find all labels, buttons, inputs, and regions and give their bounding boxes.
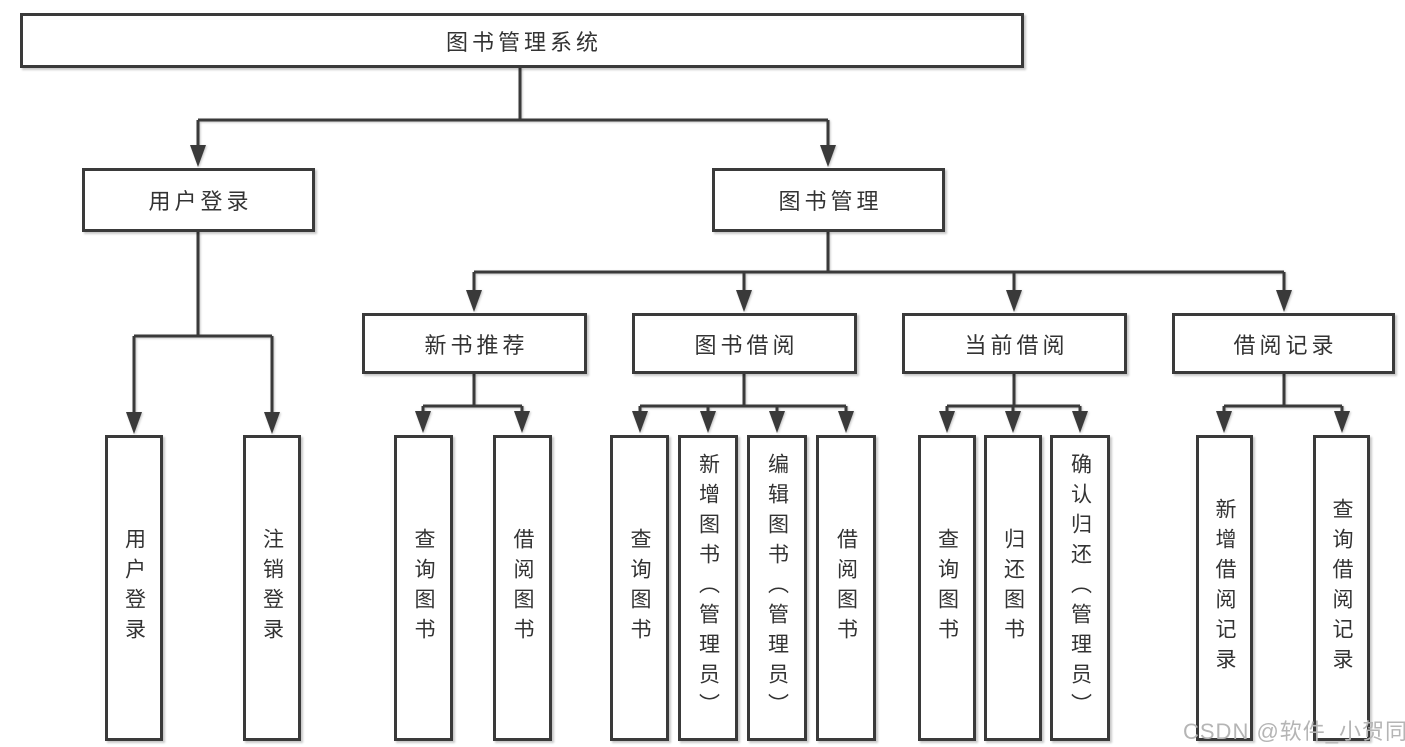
leaf-user-login-label: 用户登录 [122, 528, 146, 648]
arrowhead [700, 411, 716, 433]
arrowhead [1006, 290, 1022, 312]
leaf-cb-query-books-label: 查询图书 [935, 528, 959, 648]
connector-user-login [126, 232, 280, 434]
leaf-cb-return-books: 归还图书 [984, 435, 1042, 741]
leaf-cb-confirm-return-admin-label: 确认归还（管理员） [1068, 453, 1092, 723]
connector-borrowing-records [1216, 374, 1350, 433]
leaf-cb-confirm-return-admin: 确认归还（管理员） [1050, 435, 1110, 741]
leaf-cb-query-books: 查询图书 [918, 435, 976, 741]
leaf-bb-borrow-books: 借阅图书 [816, 435, 876, 741]
arrowhead [1216, 411, 1232, 433]
arrowhead [820, 145, 836, 167]
arrowhead [1276, 290, 1292, 312]
leaf-logout: 注销登录 [243, 435, 301, 741]
arrowhead [632, 411, 648, 433]
leaf-bb-query-books-label: 查询图书 [628, 528, 651, 648]
arrowhead [939, 411, 955, 433]
node-book-management-label: 图书管理 [778, 189, 883, 214]
arrowhead [264, 412, 280, 434]
leaf-bb-edit-books-admin-label: 编辑图书（管理员） [765, 453, 789, 723]
leaf-rec-query-record-label: 查询借阅记录 [1330, 498, 1353, 678]
leaf-bb-add-books-admin: 新增图书（管理员） [678, 435, 738, 741]
watermark: CSDN @软件_小贺同学 [1183, 719, 1405, 744]
connector-book-management [466, 232, 1292, 312]
leaf-bb-query-books: 查询图书 [610, 435, 669, 741]
node-book-borrowing: 图书借阅 [632, 313, 857, 374]
leaf-rec-query-record: 查询借阅记录 [1313, 435, 1370, 741]
arrowhead [1334, 411, 1350, 433]
leaf-rec-add-record-label: 新增借阅记录 [1213, 498, 1236, 678]
node-new-book-recommend-label: 新书推荐 [424, 332, 529, 358]
leaf-user-login: 用户登录 [105, 435, 163, 741]
node-root: 图书管理系统 [20, 13, 1024, 68]
connector-new-book-recommend [415, 374, 530, 433]
node-new-book-recommend: 新书推荐 [362, 313, 587, 374]
arrowhead [838, 411, 854, 433]
leaf-nb-query-books-label: 查询图书 [412, 528, 435, 648]
connector-book-borrowing [632, 374, 854, 433]
node-user-login-label: 用户登录 [148, 189, 253, 214]
node-root-label: 图书管理系统 [445, 29, 602, 55]
leaf-bb-borrow-books-label: 借阅图书 [834, 528, 858, 648]
leaf-nb-borrow-books: 借阅图书 [493, 435, 552, 741]
arrowhead [415, 411, 431, 433]
leaf-bb-edit-books-admin: 编辑图书（管理员） [747, 435, 807, 741]
arrowhead [1072, 411, 1088, 433]
leaf-rec-add-record: 新增借阅记录 [1196, 435, 1253, 741]
arrowhead [126, 412, 142, 434]
node-borrowing-records-label: 借阅记录 [1233, 332, 1338, 358]
node-book-management: 图书管理 [712, 168, 945, 232]
leaf-nb-query-books: 查询图书 [394, 435, 453, 741]
leaf-nb-borrow-books-label: 借阅图书 [511, 528, 534, 648]
connector-root [190, 68, 836, 167]
node-borrowing-records: 借阅记录 [1172, 313, 1395, 374]
node-current-borrowing-label: 当前借阅 [964, 332, 1069, 358]
leaf-cb-return-books-label: 归还图书 [1001, 528, 1025, 648]
node-user-login: 用户登录 [82, 168, 315, 232]
arrowhead [190, 145, 206, 167]
arrowhead [514, 411, 530, 433]
arrowhead [466, 290, 482, 312]
arrowhead [736, 290, 752, 312]
node-current-borrowing: 当前借阅 [902, 313, 1127, 374]
node-book-borrowing-label: 图书借阅 [694, 332, 799, 358]
arrowhead [1005, 411, 1021, 433]
leaf-bb-add-books-admin-label: 新增图书（管理员） [696, 453, 720, 723]
arrowhead [769, 411, 785, 433]
connector-current-borrowing [939, 374, 1088, 433]
leaf-logout-label: 注销登录 [260, 528, 284, 648]
